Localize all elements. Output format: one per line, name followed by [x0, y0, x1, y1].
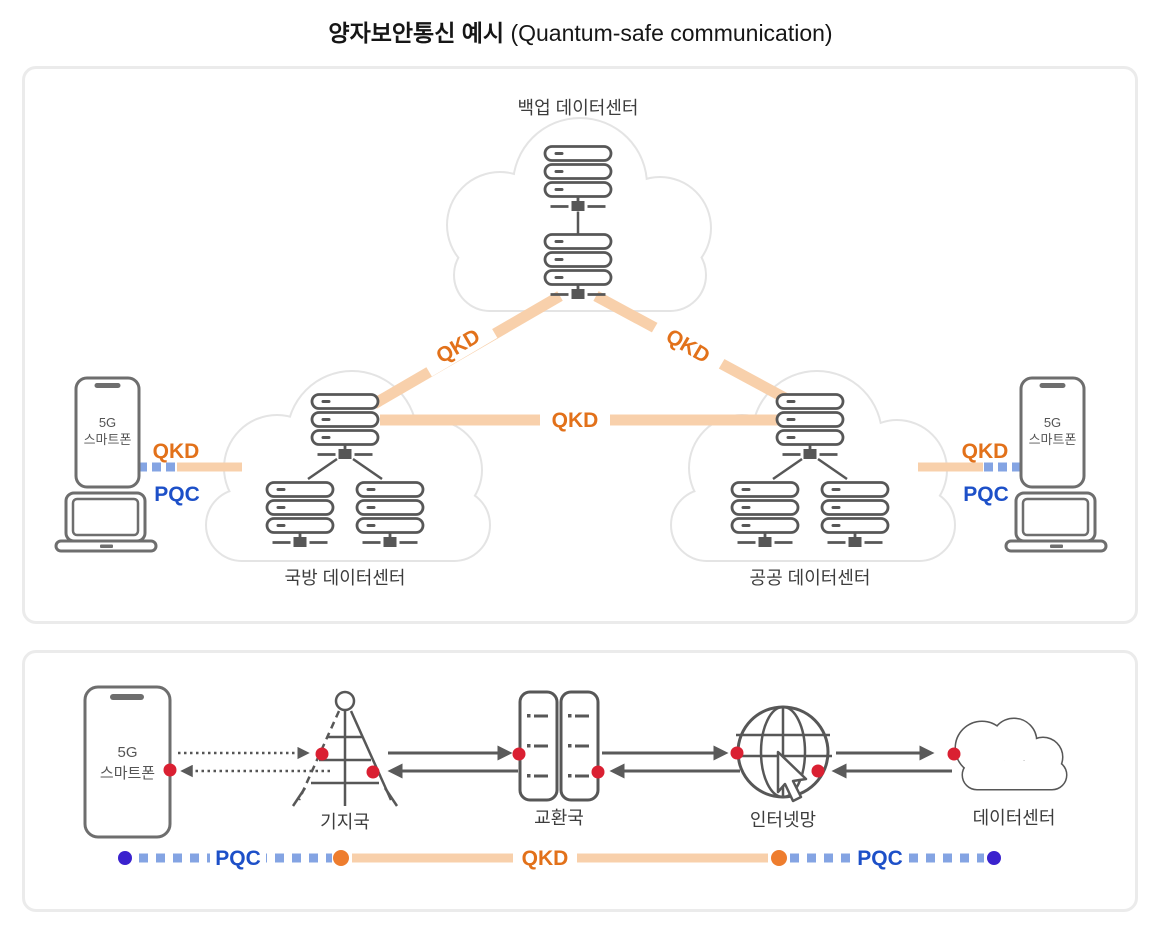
link-endpoint-dots	[163, 746, 961, 779]
security-legend-bar: PQC QKD PQC	[118, 845, 1001, 871]
pqc-endpoint-dot-left	[118, 851, 132, 865]
base-station-icon	[291, 690, 399, 807]
pqc-endpoint-dot-right	[987, 851, 1001, 865]
server-stack-icon-backup	[543, 145, 613, 301]
link-endpoint-dot-exchange-right	[591, 765, 605, 779]
exchange-icon	[518, 690, 600, 802]
link-endpoint-dot-phone	[163, 763, 177, 777]
link-endpoint-dot-basestation-right	[366, 765, 380, 779]
page-title-korean: 양자보안통신 예시	[328, 20, 505, 46]
qkd-label-left-side: QKD	[153, 440, 200, 463]
internet-label: 인터넷망	[750, 810, 816, 830]
phone-icon-left	[74, 376, 141, 489]
svg-text:5G: 5G	[117, 744, 137, 761]
qkd-legend-label: QKD	[522, 847, 569, 870]
pqc-label-left-side: PQC	[154, 483, 200, 506]
server-stack-icon-public	[730, 393, 890, 549]
laptop-icon-right	[1004, 491, 1108, 553]
page-title-english: (Quantum-safe communication)	[510, 20, 833, 46]
public-datacenter-label: 공공 데이터센터	[750, 568, 871, 588]
pqc-label-right-side: PQC	[963, 483, 1009, 506]
exchange-label: 교환국	[534, 808, 584, 828]
svg-text:QKD: QKD	[552, 409, 599, 432]
pqc-legend-label-left: PQC	[215, 847, 261, 870]
link-endpoint-dot-datacenter	[947, 747, 961, 761]
link-endpoint-dot-basestation-left	[315, 747, 329, 761]
link-endpoint-dot-internet-right	[811, 764, 825, 778]
datacenter-label: 데이터센터	[973, 808, 1056, 828]
qkd-node-dot-left	[333, 850, 349, 866]
link-endpoint-dot-exchange-left	[512, 747, 526, 761]
link-endpoint-dot-internet-left	[730, 746, 744, 760]
defense-datacenter-label: 국방 데이터센터	[285, 568, 406, 588]
phone-icon-bottom: 5G 스마트폰	[83, 685, 172, 839]
cursor-icon	[776, 750, 808, 803]
svg-text:스마트폰: 스마트폰	[100, 765, 155, 782]
base-station-label: 기지국	[320, 812, 370, 832]
server-stack-icon-defense	[265, 393, 425, 549]
qkd-network-diagram: 5G 스마트폰	[54, 98, 1108, 588]
phone-icon-right	[1019, 376, 1086, 489]
qkd-label-horizontal: QKD	[540, 407, 610, 433]
page-title: 양자보안통신 예시 (Quantum-safe communication)	[0, 14, 1161, 48]
communication-chain-diagram: 5G 스마트폰	[83, 685, 1068, 871]
backup-datacenter-label: 백업 데이터센터	[518, 98, 639, 118]
qkd-label-right-diagonal: QKD	[648, 314, 728, 377]
qkd-label-right-side: QKD	[962, 440, 1009, 463]
globe-icon	[734, 705, 832, 803]
datacenter-cloud-icon	[954, 717, 1068, 791]
pqc-legend-label-right: PQC	[857, 847, 903, 870]
qkd-node-dot-right	[771, 850, 787, 866]
laptop-icon-left	[54, 491, 158, 553]
